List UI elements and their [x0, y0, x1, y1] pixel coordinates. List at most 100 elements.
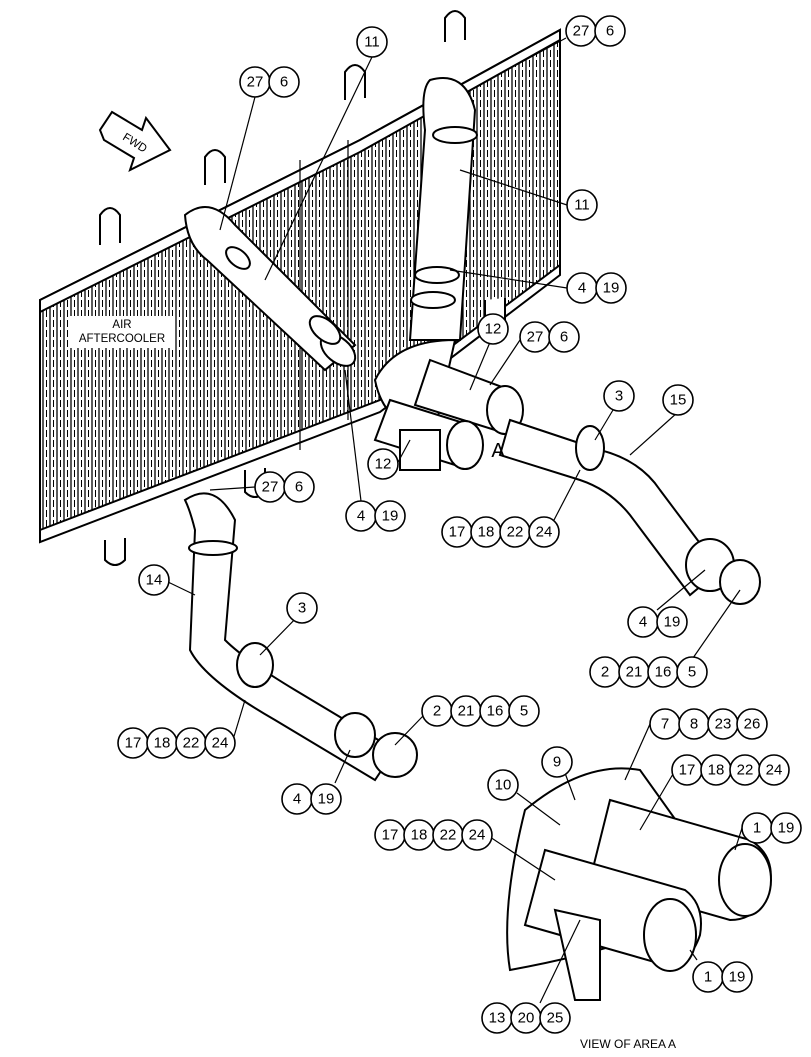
svg-text:14: 14 — [146, 572, 163, 589]
callout-27-6-top-right[interactable]: 27 6 — [565, 15, 626, 47]
callout-4-19-right[interactable]: 4 19 — [627, 606, 688, 638]
callout-27-6-upper-left[interactable]: 27 6 — [239, 66, 300, 98]
svg-text:18: 18 — [411, 827, 428, 844]
view-caption: VIEW OF AREA A — [580, 1037, 676, 1051]
svg-text:13: 13 — [489, 1010, 506, 1027]
callout-1-19-lower[interactable]: 1 19 — [692, 961, 753, 993]
svg-text:22: 22 — [183, 735, 200, 752]
callout-17-18-22-24-centre[interactable]: 17 18 22 24 — [441, 516, 560, 548]
callout-3-left[interactable]: 3 — [286, 592, 318, 624]
svg-text:22: 22 — [440, 827, 457, 844]
svg-text:17: 17 — [679, 762, 696, 779]
svg-text:9: 9 — [553, 754, 561, 771]
svg-text:2: 2 — [601, 664, 609, 681]
callout-11-top[interactable]: 11 — [356, 26, 388, 58]
svg-text:16: 16 — [487, 703, 504, 720]
svg-text:17: 17 — [382, 827, 399, 844]
upper-right-hose — [408, 77, 478, 341]
callout-12-upper[interactable]: 12 — [477, 313, 509, 345]
callout-27-6-centre[interactable]: 27 6 — [519, 321, 580, 353]
callout-10[interactable]: 10 — [487, 769, 519, 801]
svg-text:12: 12 — [485, 321, 502, 338]
svg-text:22: 22 — [737, 762, 754, 779]
aftercooler-label: AIR AFTERCOOLER — [70, 316, 174, 348]
callout-3-right[interactable]: 3 — [603, 380, 635, 412]
svg-text:6: 6 — [560, 329, 568, 346]
upper-left-hose — [183, 206, 357, 372]
svg-text:18: 18 — [478, 524, 495, 541]
svg-text:4: 4 — [578, 280, 586, 297]
svg-text:25: 25 — [547, 1010, 564, 1027]
callout-12-lower[interactable]: 12 — [367, 448, 399, 480]
svg-text:21: 21 — [458, 703, 475, 720]
callout-27-6-lower-left[interactable]: 27 6 — [254, 471, 315, 503]
svg-text:4: 4 — [357, 508, 365, 525]
callout-13-20-25[interactable]: 13 20 25 — [481, 1002, 571, 1034]
svg-text:20: 20 — [518, 1010, 535, 1027]
svg-text:4: 4 — [639, 614, 647, 631]
callout-9[interactable]: 9 — [541, 746, 573, 778]
svg-text:17: 17 — [449, 524, 466, 541]
callout-11-right[interactable]: 11 — [566, 189, 598, 221]
svg-text:23: 23 — [715, 716, 732, 733]
callout-4-19-upper-right[interactable]: 4 19 — [566, 272, 627, 304]
svg-text:18: 18 — [154, 735, 171, 752]
callout-4-19-centre[interactable]: 4 19 — [345, 500, 406, 532]
svg-text:24: 24 — [536, 524, 553, 541]
svg-text:AFTERCOOLER: AFTERCOOLER — [79, 333, 165, 345]
svg-text:27: 27 — [247, 74, 264, 91]
lower-left-tube — [183, 492, 418, 782]
callout-14[interactable]: 14 — [138, 564, 170, 596]
callout-4-19-left[interactable]: 4 19 — [281, 783, 342, 815]
area-a-label: A — [491, 440, 505, 462]
svg-text:1: 1 — [753, 820, 761, 837]
svg-text:19: 19 — [778, 820, 795, 837]
svg-text:5: 5 — [520, 703, 528, 720]
svg-text:27: 27 — [573, 23, 590, 40]
callout-17-18-22-24-detail-right[interactable]: 17 18 22 24 — [671, 754, 790, 786]
svg-text:4: 4 — [293, 791, 301, 808]
svg-text:3: 3 — [615, 388, 623, 405]
callout-7-8-23-26[interactable]: 7 8 23 26 — [649, 708, 768, 740]
svg-text:18: 18 — [708, 762, 725, 779]
callout-17-18-22-24-detail-left[interactable]: 17 18 22 24 — [374, 819, 493, 851]
svg-text:27: 27 — [527, 329, 544, 346]
callout-2-21-16-5-right[interactable]: 2 21 16 5 — [589, 656, 708, 688]
svg-text:19: 19 — [603, 280, 620, 297]
svg-text:11: 11 — [364, 34, 380, 51]
svg-text:22: 22 — [507, 524, 524, 541]
svg-text:AIR: AIR — [112, 319, 131, 331]
callout-1-19-upper[interactable]: 1 19 — [741, 812, 802, 844]
svg-text:11: 11 — [574, 197, 590, 214]
svg-text:15: 15 — [670, 392, 687, 409]
svg-text:6: 6 — [606, 23, 614, 40]
right-tube — [498, 418, 761, 605]
callout-2-21-16-5-left[interactable]: 2 21 16 5 — [421, 695, 540, 727]
svg-text:19: 19 — [729, 969, 746, 986]
callout-17-18-22-24-left[interactable]: 17 18 22 24 — [117, 727, 236, 759]
callout-15[interactable]: 15 — [662, 384, 694, 416]
svg-text:19: 19 — [318, 791, 335, 808]
svg-text:26: 26 — [744, 716, 761, 733]
fwd-arrow: FWD — [98, 110, 172, 172]
svg-text:2: 2 — [433, 703, 441, 720]
svg-text:6: 6 — [280, 74, 288, 91]
svg-text:19: 19 — [382, 508, 399, 525]
svg-text:12: 12 — [375, 456, 392, 473]
svg-text:17: 17 — [125, 735, 142, 752]
svg-text:10: 10 — [495, 777, 512, 794]
svg-text:3: 3 — [298, 600, 306, 617]
svg-text:24: 24 — [469, 827, 486, 844]
svg-text:27: 27 — [262, 479, 279, 496]
svg-text:24: 24 — [766, 762, 783, 779]
leader-lines — [167, 37, 743, 1004]
svg-text:19: 19 — [664, 614, 681, 631]
svg-text:1: 1 — [704, 969, 712, 986]
svg-text:8: 8 — [690, 716, 698, 733]
svg-text:5: 5 — [688, 664, 696, 681]
svg-text:24: 24 — [212, 735, 229, 752]
svg-text:6: 6 — [295, 479, 303, 496]
area-a-detail — [506, 767, 772, 1001]
svg-text:21: 21 — [626, 664, 643, 681]
